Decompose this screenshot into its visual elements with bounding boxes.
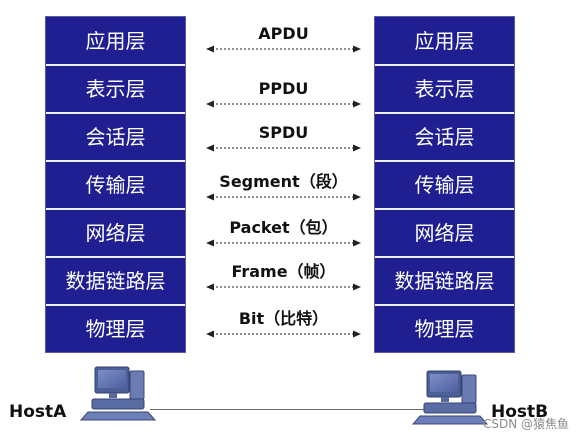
left-layer-3: 会话层 — [85, 125, 146, 149]
left-layer-6: 数据链路层 — [65, 269, 166, 293]
computer-icon — [411, 370, 489, 425]
left-layer-separator — [46, 256, 185, 258]
pdu-row-6: Frame（帧） — [206, 264, 361, 292]
pdu-label-2: PPDU — [258, 79, 309, 98]
double-arrow-icon — [206, 45, 361, 53]
left-layer-5: 网络层 — [85, 221, 146, 245]
double-arrow-icon — [206, 193, 361, 201]
pdu-row-3: SPDU — [206, 125, 361, 153]
left-layer-separator — [46, 304, 185, 306]
right-layer-2: 表示层 — [414, 77, 475, 101]
right-layer-separator — [375, 64, 514, 66]
pdu-row-1: APDU — [206, 26, 361, 54]
pdu-label-3: SPDU — [258, 123, 309, 142]
right-layer-6: 数据链路层 — [394, 269, 495, 293]
right-layer-separator — [375, 304, 514, 306]
right-layer-5: 网络层 — [414, 221, 475, 245]
right-layer-separator — [375, 208, 514, 210]
double-arrow-icon — [206, 100, 361, 108]
computer-icon — [79, 366, 157, 421]
left-layer-1: 应用层 — [85, 29, 146, 53]
left-layer-separator — [46, 64, 185, 66]
left-protocol-stack: 应用层 表示层 会话层 传输层 网络层 数据链路层 物理层 — [45, 16, 186, 353]
double-arrow-icon — [206, 283, 361, 291]
pdu-row-2: PPDU — [206, 81, 361, 109]
pdu-row-4: Segment（段） — [206, 174, 361, 202]
double-arrow-icon — [206, 239, 361, 247]
right-layer-3: 会话层 — [414, 125, 475, 149]
pdu-label-5: Packet（包） — [229, 218, 338, 237]
network-link-line — [150, 409, 426, 410]
left-layer-separator — [46, 208, 185, 210]
right-layer-separator — [375, 112, 514, 114]
right-layer-4: 传输层 — [414, 173, 475, 197]
left-layer-7: 物理层 — [85, 317, 146, 341]
pdu-label-1: APDU — [258, 24, 309, 43]
pdu-row-5: Packet（包） — [206, 220, 361, 248]
double-arrow-icon — [206, 330, 361, 338]
pdu-label-4: Segment（段） — [219, 172, 348, 191]
left-layer-2: 表示层 — [85, 77, 146, 101]
left-layer-4: 传输层 — [85, 173, 146, 197]
host-a-label: HostA — [9, 402, 67, 422]
right-layer-separator — [375, 160, 514, 162]
right-layer-1: 应用层 — [414, 29, 475, 53]
right-layer-separator — [375, 256, 514, 258]
right-layer-7: 物理层 — [414, 317, 475, 341]
pdu-label-7: Bit（比特） — [238, 309, 329, 328]
right-protocol-stack: 应用层 表示层 会话层 传输层 网络层 数据链路层 物理层 — [374, 16, 515, 353]
host-b-label: HostB — [491, 402, 549, 422]
pdu-row-7: Bit（比特） — [206, 311, 361, 339]
left-layer-separator — [46, 112, 185, 114]
left-layer-separator — [46, 160, 185, 162]
watermark-text: CSDN @猿焦鱼 — [482, 417, 569, 431]
pdu-label-6: Frame（帧） — [231, 262, 336, 281]
double-arrow-icon — [206, 144, 361, 152]
